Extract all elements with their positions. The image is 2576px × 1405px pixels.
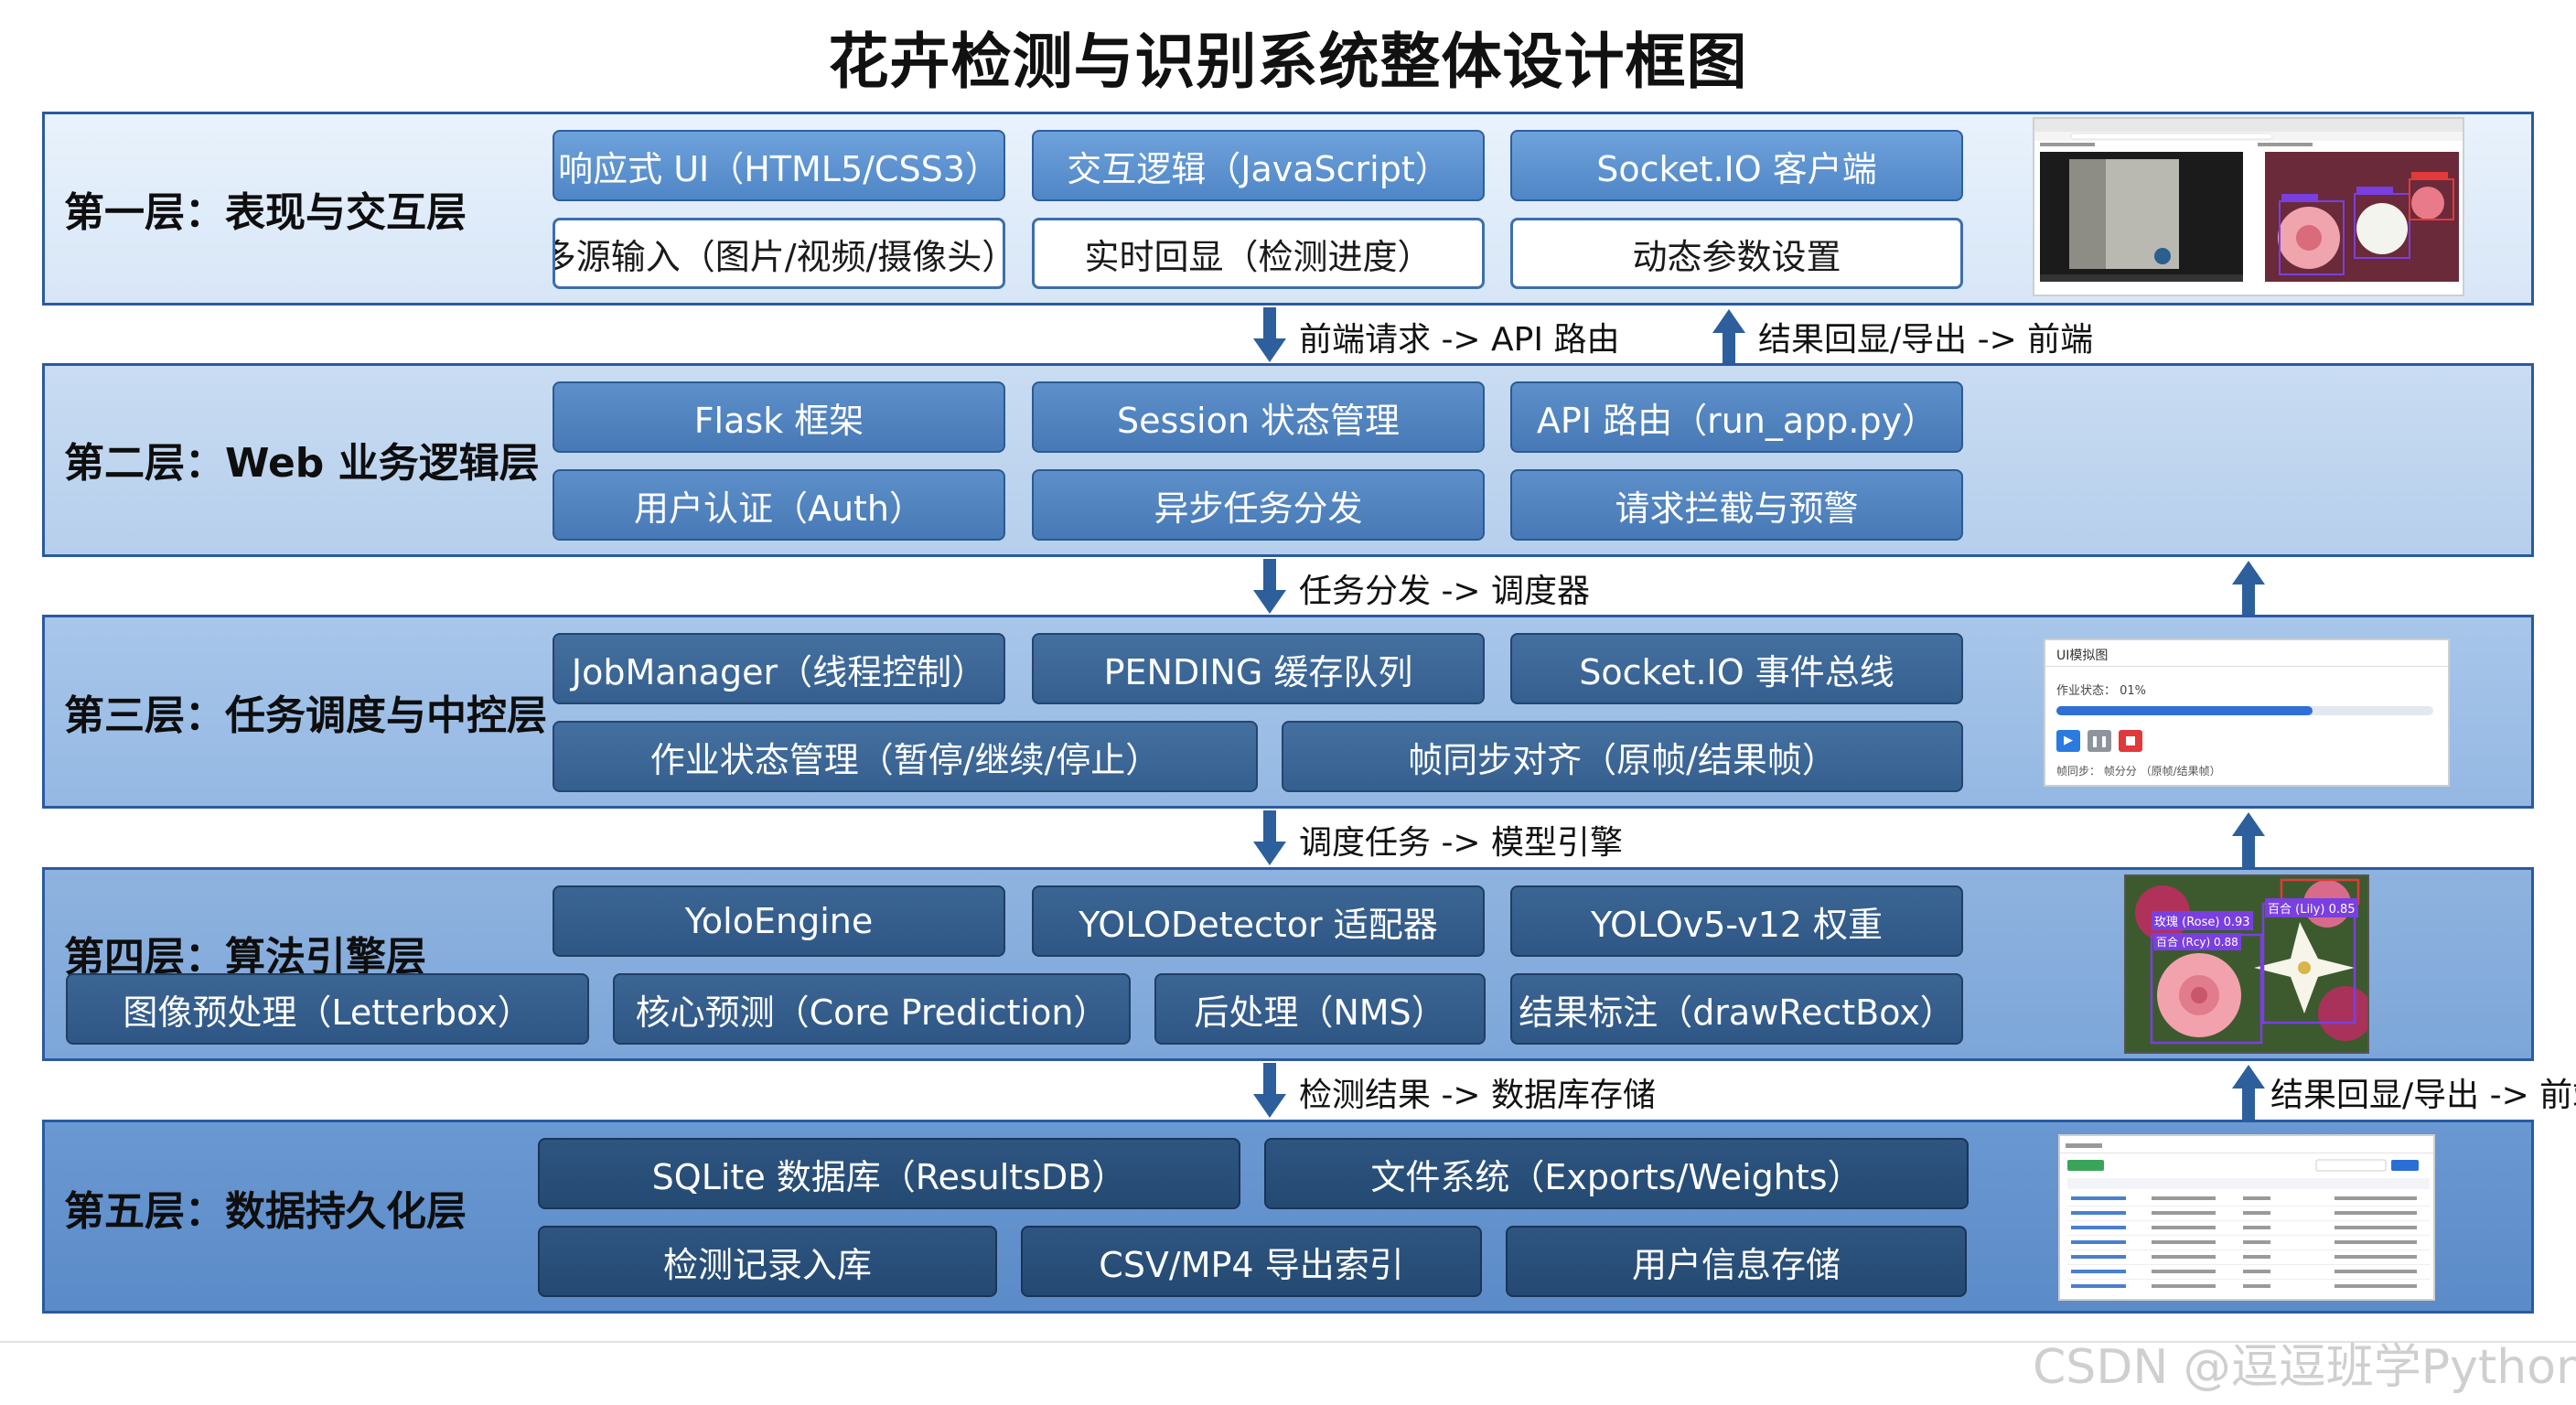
layer-2-box-flask: Flask 框架 bbox=[553, 381, 1005, 453]
layer-3-title: 第三层：任务调度与中控层 bbox=[64, 692, 547, 739]
ui-panel-thumbnail: UI模拟图 作业状态： 01% ▶ ❚❚ 帧同步： 帧分分 （原帧/结果帧） bbox=[2044, 638, 2450, 787]
results-table-thumbnail bbox=[2058, 1134, 2435, 1301]
ui-panel-progress-track bbox=[2056, 706, 2433, 715]
layer-5-box-sqlite: SQLite 数据库（ResultsDB） bbox=[538, 1138, 1240, 1209]
layer-1-box-interaction-logic: 交互逻辑（JavaScript） bbox=[1032, 130, 1485, 201]
ui-panel-title: UI模拟图 bbox=[2056, 649, 2109, 663]
layer-2-title: 第二层：Web 业务逻辑层 bbox=[64, 440, 540, 487]
play-icon[interactable]: ▶ bbox=[2056, 730, 2080, 752]
bbox-label-lily: 百合 (Lily) 0.85 bbox=[2265, 898, 2358, 917]
layer-5-box-export-index: CSV/MP4 导出索引 bbox=[1021, 1226, 1482, 1297]
arrow-label-detection-result: 检测结果 -> 数据库存储 bbox=[1299, 1077, 1657, 1114]
layer-2-box-session: Session 状态管理 bbox=[1032, 381, 1485, 453]
layer-5-title: 第五层：数据持久化层 bbox=[64, 1188, 467, 1235]
ui-panel-progress-fill bbox=[2056, 706, 2313, 715]
arrow-label-schedule-task: 调度任务 -> 模型引擎 bbox=[1299, 824, 1624, 862]
layer-4-box-postprocess: 后处理（NMS） bbox=[1154, 973, 1486, 1045]
layer-1-box-responsive-ui: 响应式 UI（HTML5/CSS3） bbox=[553, 130, 1005, 201]
layer-3-box-pending-queue: PENDING 缓存队列 bbox=[1032, 633, 1485, 704]
arrow-down-3 bbox=[1253, 810, 1286, 865]
layer-3-box-jobmanager: JobManager（线程控制） bbox=[553, 633, 1005, 704]
browser-screenshot-thumbnail bbox=[2033, 117, 2464, 296]
layer-1-box-realtime-display: 实时回显（检测进度） bbox=[1032, 218, 1485, 289]
layer-3-box-socketio-bus: Socket.IO 事件总线 bbox=[1510, 633, 1963, 704]
arrow-up-3 bbox=[2232, 812, 2265, 867]
arrow-up-4 bbox=[2232, 1065, 2265, 1120]
pause-icon[interactable]: ❚❚ bbox=[2088, 730, 2111, 752]
layer-2-box-api-route: API 路由（run_app.py） bbox=[1510, 381, 1963, 453]
arrow-down-4 bbox=[1253, 1063, 1286, 1118]
bottom-divider bbox=[0, 1341, 2576, 1343]
layer-1-box-socketio-client: Socket.IO 客户端 bbox=[1510, 130, 1963, 201]
ui-panel-note: 帧同步： 帧分分 （原帧/结果帧） bbox=[2056, 765, 2221, 778]
layer-4-title: 第四层：算法引擎层 bbox=[64, 934, 426, 981]
layer-3-box-job-state: 作业状态管理（暂停/继续/停止） bbox=[553, 721, 1258, 792]
layer-5-box-filesystem: 文件系统（Exports/Weights） bbox=[1264, 1138, 1969, 1209]
arrow-up-1 bbox=[1712, 309, 1745, 364]
layer-4-box-yolodetector: YOLODetector 适配器 bbox=[1032, 885, 1485, 957]
layer-4-box-yoloengine: YoloEngine bbox=[553, 885, 1005, 957]
layer-4-box-annotation: 结果标注（drawRectBox） bbox=[1510, 973, 1963, 1045]
flower-detection-image bbox=[2126, 876, 2367, 1052]
layer-2-box-auth: 用户认证（Auth） bbox=[553, 469, 1005, 541]
watermark: CSDN @逗逗班学Python bbox=[2033, 1340, 2576, 1395]
layer-1-box-multi-input: 多源输入（图片/视频/摄像头） bbox=[553, 218, 1005, 289]
layer-4-box-yolo-weights: YOLOv5-v12 权重 bbox=[1510, 885, 1963, 957]
flower-detection-thumbnail: 玫瑰 (Rose) 0.93 百合 (Lily) 0.85 百合 (Rcy) 0… bbox=[2124, 874, 2369, 1054]
arrow-up-2 bbox=[2232, 561, 2265, 616]
layer-2-box-request-intercept: 请求拦截与预警 bbox=[1510, 469, 1963, 541]
layer-2-box-async-dispatch: 异步任务分发 bbox=[1032, 469, 1485, 541]
layer-3-box-frame-sync: 帧同步对齐（原帧/结果帧） bbox=[1282, 721, 1963, 792]
layer-5-box-record-storage: 检测记录入库 bbox=[538, 1226, 997, 1297]
layer-5-box-user-info: 用户信息存储 bbox=[1506, 1226, 1967, 1297]
bbox-label-lily-2: 百合 (Rcy) 0.88 bbox=[2153, 933, 2241, 950]
arrow-label-result-echo-1: 结果回显/导出 -> 前端 bbox=[1758, 321, 2094, 359]
arrow-down-2 bbox=[1253, 559, 1286, 614]
arrow-label-frontend-request: 前端请求 -> API 路由 bbox=[1299, 321, 1620, 359]
arrow-label-result-echo-2: 结果回显/导出 -> 前端 bbox=[2270, 1077, 2576, 1114]
arrow-down-1 bbox=[1253, 307, 1286, 362]
layer-4-box-core-prediction: 核心预测（Core Prediction） bbox=[613, 973, 1131, 1045]
results-table-image bbox=[2060, 1136, 2433, 1299]
ui-panel-status: 作业状态： 01% bbox=[2056, 684, 2147, 698]
layer-1-title: 第一层：表现与交互层 bbox=[64, 189, 467, 236]
browser-screenshot-image bbox=[2034, 119, 2463, 282]
diagram-title: 花卉检测与识别系统整体设计框图 bbox=[828, 27, 1748, 97]
arrow-label-task-dispatch: 任务分发 -> 调度器 bbox=[1299, 573, 1591, 610]
bbox-label-rose: 玫瑰 (Rose) 0.93 bbox=[2152, 911, 2253, 930]
layer-1-box-dynamic-params: 动态参数设置 bbox=[1510, 218, 1963, 289]
layer-4-box-preprocess: 图像预处理（Letterbox） bbox=[66, 973, 589, 1045]
stop-icon[interactable] bbox=[2119, 730, 2142, 752]
